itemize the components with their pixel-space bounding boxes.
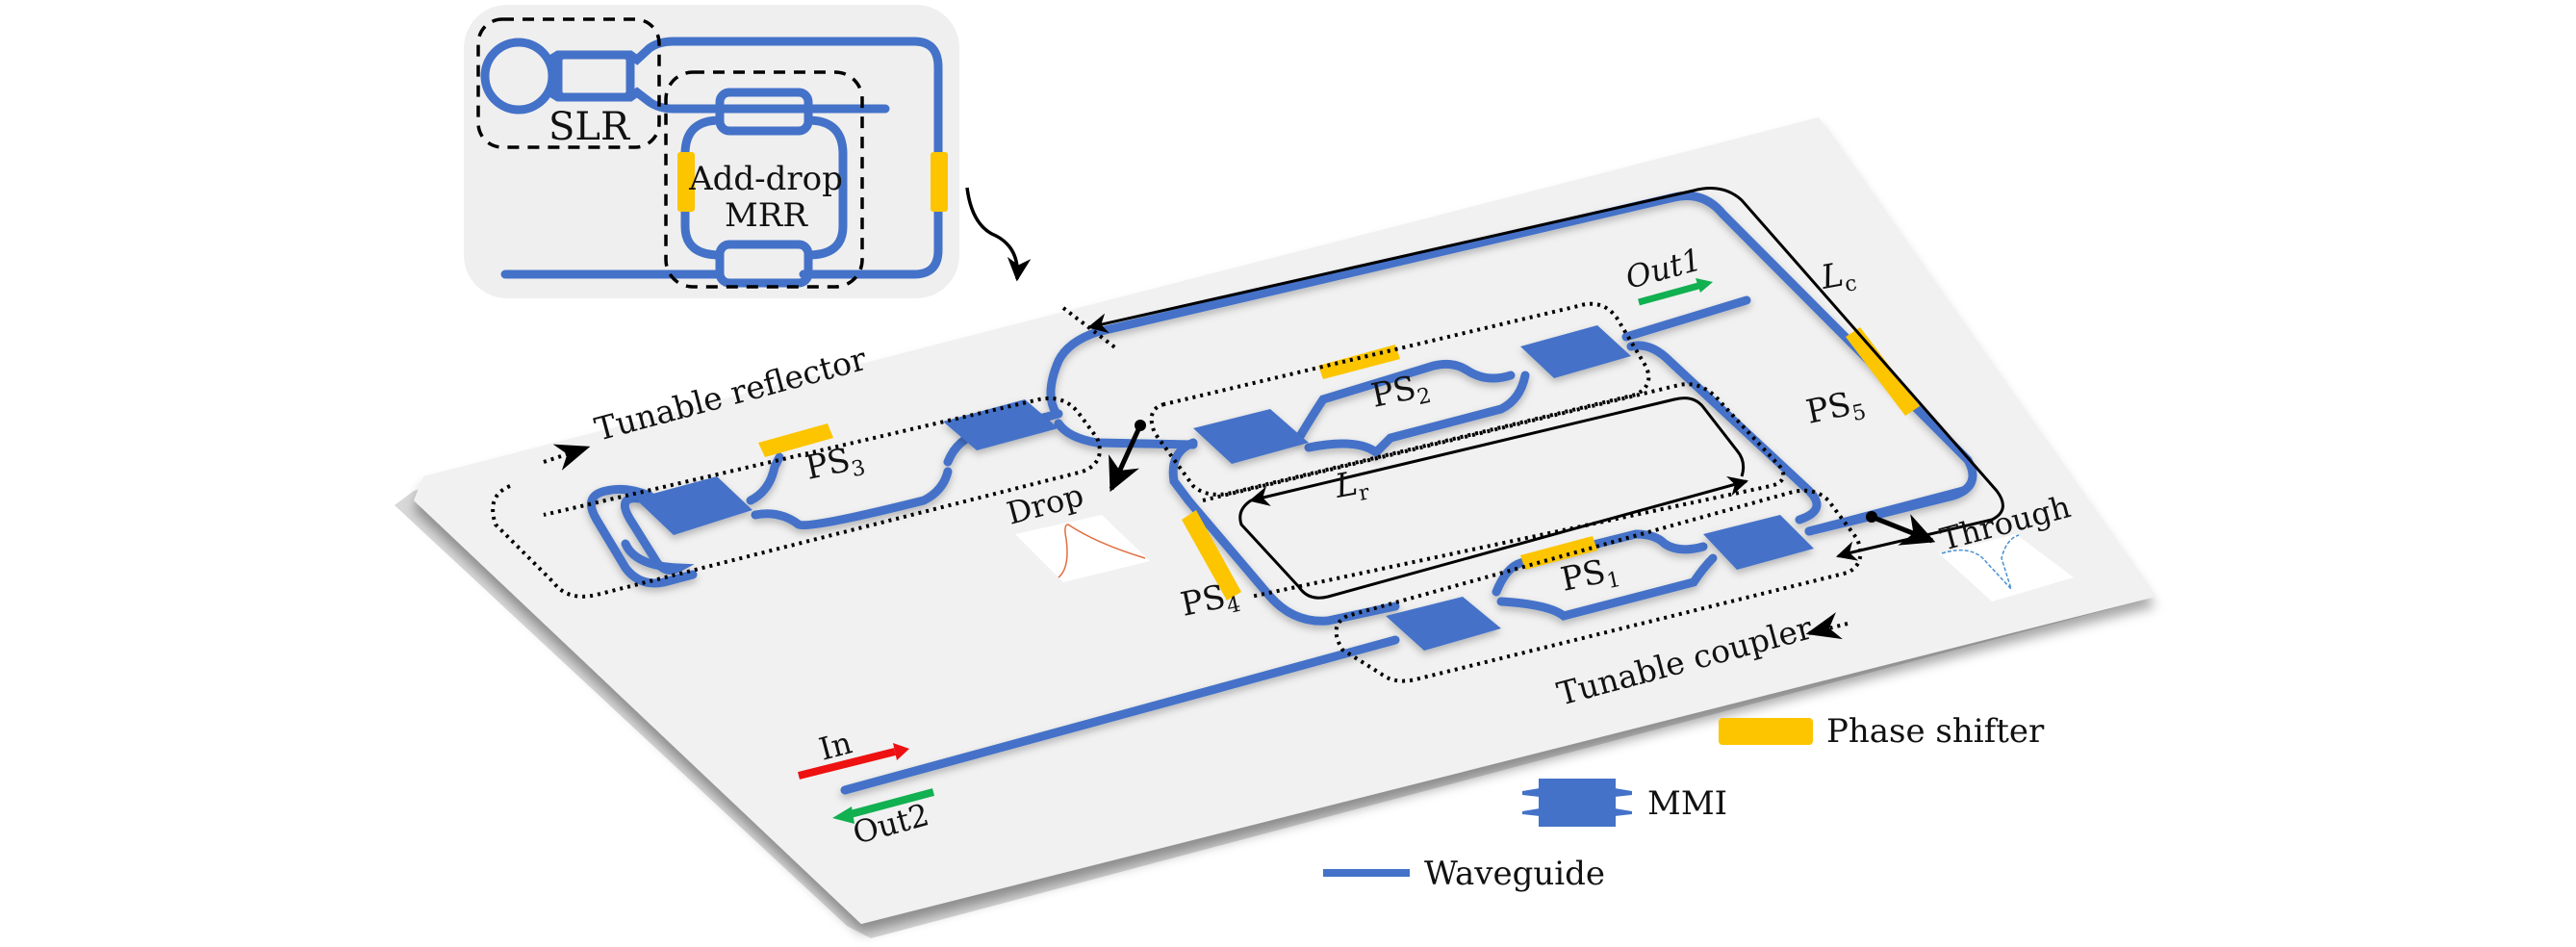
mzi-upper-arm-bottom bbox=[1304, 371, 1530, 458]
phase-shifters bbox=[758, 327, 1920, 601]
mmi-lower-left bbox=[1386, 597, 1501, 651]
coupler-label-leader bbox=[1805, 612, 1849, 640]
mmi-upper-right bbox=[1520, 325, 1631, 378]
mmi-upper-left bbox=[1193, 409, 1309, 464]
upper-mzi-boundary bbox=[1149, 301, 1651, 497]
inset-background bbox=[464, 5, 959, 298]
lc-arrow-tail bbox=[1835, 541, 1859, 561]
phase-shifter-ps3 bbox=[758, 423, 833, 457]
ps3-label: PS3 bbox=[803, 438, 868, 492]
ps1-label: PS1 bbox=[1558, 550, 1623, 603]
chip bbox=[395, 117, 2155, 938]
out2-arrow-head bbox=[832, 806, 854, 824]
chip-waveguides bbox=[586, 191, 1977, 795]
reflector-loop-outer bbox=[586, 484, 698, 588]
inset-waveguides bbox=[480, 37, 943, 288]
legend-item-mmi: MMI bbox=[1522, 779, 1727, 827]
mmi-lower-right bbox=[1703, 515, 1814, 570]
inset-pointer-arrow bbox=[965, 187, 1032, 282]
input-arrow-head bbox=[893, 743, 909, 760]
mmi-reflector-right bbox=[943, 399, 1058, 450]
out1-arrow-head bbox=[1696, 278, 1713, 293]
through-spectrum-curve bbox=[1941, 534, 2020, 590]
through-spectrum-plot bbox=[1939, 534, 2074, 601]
ring-waveguide-right bbox=[1626, 341, 1822, 525]
slr-boundary bbox=[476, 17, 661, 149]
inset-panel: SLR Add-drop MRR bbox=[464, 5, 959, 298]
out1-waveguide bbox=[1621, 295, 1751, 342]
lr-arrow-top bbox=[1248, 397, 1746, 506]
chip-surface bbox=[414, 117, 2155, 924]
through-plot-card bbox=[1939, 534, 2074, 601]
legend-item-phase-shifter: Phase shifter bbox=[1719, 712, 2045, 751]
drop-link bbox=[1054, 419, 1198, 449]
phase-shifter-ps5 bbox=[1846, 327, 1920, 416]
legend-mmi-icon bbox=[1522, 779, 1632, 827]
drop-pointer bbox=[1109, 423, 1143, 493]
legend-phase-shifter-label: Phase shifter bbox=[1826, 712, 2045, 751]
reflector-arm-top bbox=[746, 452, 784, 505]
through-tap-point bbox=[1866, 511, 1877, 523]
mzi-lower-arm-bottom bbox=[1496, 553, 1718, 621]
mrr-label-line1: Add-drop bbox=[688, 160, 843, 198]
reflector-arm-bottom bbox=[751, 467, 953, 530]
ring-boundary bbox=[1202, 382, 1786, 599]
ring-waveguide-left bbox=[1168, 438, 1400, 626]
region-boundaries bbox=[491, 301, 1863, 683]
drop-tap-point bbox=[1135, 420, 1146, 431]
drop-spectrum-plot bbox=[1015, 515, 1150, 582]
input-arrow bbox=[798, 748, 896, 780]
slr-label: SLR bbox=[548, 105, 631, 149]
lc-arrow bbox=[1086, 187, 2004, 555]
mzi-upper-arm-top bbox=[1294, 359, 1516, 443]
drop-spectrum-curve bbox=[1058, 524, 1146, 578]
legend-waveguide-label: Waveguide bbox=[1424, 855, 1605, 893]
legend-waveguide-swatch bbox=[1323, 869, 1410, 877]
inset-phase-shifter-mrr bbox=[677, 152, 695, 212]
ps5-label: PS5 bbox=[1803, 382, 1869, 436]
legend-phase-shifter-swatch bbox=[1719, 718, 1813, 745]
input-bus-waveguide bbox=[840, 635, 1400, 795]
legend-item-waveguide: Waveguide bbox=[1323, 855, 1605, 893]
cavity-waveguide bbox=[1046, 191, 1977, 536]
ps4-label: PS4 bbox=[1178, 575, 1243, 628]
through-waveguide bbox=[1804, 486, 1968, 536]
mmi-reflector-left bbox=[635, 476, 752, 535]
through-pointer bbox=[1871, 514, 1936, 546]
phase-shifter-ps1 bbox=[1520, 536, 1597, 570]
reflector-loop bbox=[620, 494, 695, 575]
ps2-label: PS2 bbox=[1368, 366, 1434, 420]
mrr-boundary bbox=[664, 70, 864, 289]
legend-mmi-label: MMI bbox=[1647, 784, 1727, 823]
phase-shifter-ps4 bbox=[1182, 510, 1241, 601]
mrr-label-line2: MRR bbox=[725, 196, 808, 235]
out2-arrow bbox=[845, 788, 935, 819]
inset-phase-shifter-bus bbox=[931, 152, 948, 212]
lr-arrow-loop bbox=[1238, 475, 1749, 600]
mmi-blocks bbox=[635, 325, 1814, 651]
length-annotations bbox=[1086, 187, 2004, 600]
legend: Phase shifter MMI Waveguide bbox=[1323, 712, 2045, 893]
out1-arrow bbox=[1638, 282, 1699, 306]
drop-plot-card bbox=[1015, 515, 1150, 582]
